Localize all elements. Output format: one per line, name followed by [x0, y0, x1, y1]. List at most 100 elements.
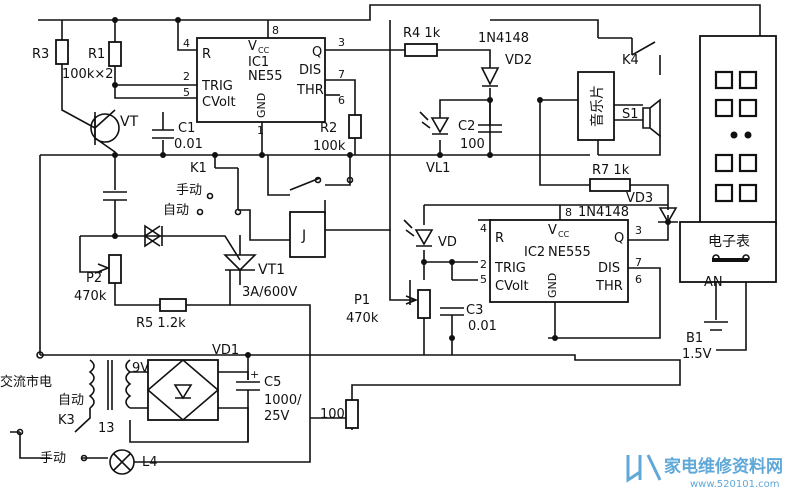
k3-label: K3	[58, 413, 75, 428]
vd2-label: VD2	[505, 53, 532, 68]
ic2-label-dis: DIS	[598, 261, 620, 276]
clock-display-panel	[699, 35, 777, 225]
c5-value2: 25V	[264, 409, 290, 424]
vd-label: VD	[438, 235, 457, 250]
ic2-label-q: Q	[614, 231, 624, 246]
resistor-r4	[404, 43, 438, 57]
clock-label: 电子表	[708, 234, 750, 250]
vd1-label: VD1	[212, 343, 239, 358]
watermark-text: 家电维修资料网	[664, 456, 783, 477]
ic2-label-thr: THR	[595, 279, 623, 294]
ic2-label-trig: TRIG	[494, 261, 526, 276]
transformer-primary	[88, 359, 95, 409]
r4-label: R4 1k	[403, 26, 441, 41]
r1-value: 100k×2	[62, 67, 114, 82]
c5-value1: 1000/	[264, 393, 302, 408]
ic2-label-vcc: V	[548, 223, 557, 238]
c2-value: 100	[460, 137, 485, 152]
r100-label: 100	[320, 407, 345, 422]
c3-label: C3	[466, 303, 483, 318]
relay-section: K1 手动 自动 J	[163, 161, 354, 258]
power-supply: 交流市电 9V 自动 K3 13 手动 L4 VD1 + C5 1000/ 25…	[0, 343, 359, 475]
junctions	[112, 17, 671, 358]
vt-label: VT	[120, 114, 139, 130]
c5-label: C5	[264, 375, 281, 390]
watermark: 家电维修资料网 www.520101.com	[626, 454, 783, 490]
resistor-r5	[159, 298, 187, 312]
an-label: AN	[704, 275, 723, 290]
relay-label: J	[301, 228, 306, 244]
auto2-label: 自动	[58, 393, 84, 408]
ic2-pin3: 3	[635, 224, 642, 237]
ac-label: 交流市电	[0, 374, 52, 390]
r1-label: R1	[88, 47, 105, 62]
k1-auto-label: 自动	[163, 203, 189, 218]
b1-label: B1	[686, 331, 703, 346]
ic1-pin2: 2	[183, 70, 190, 83]
ic2-type: NE555	[548, 245, 591, 260]
resistor-r2	[348, 114, 362, 139]
ic1-label-dis: DIS	[299, 63, 321, 78]
top-left-components: R3 R1 100k×2 VT C1 0.01	[32, 39, 203, 152]
bridge-rectifier-vd1	[147, 359, 219, 421]
ic1-body	[196, 37, 326, 123]
ic1-label-vcc-sub: CC	[258, 46, 270, 55]
k1-label: K1	[190, 161, 207, 176]
s1-label: S1	[622, 107, 639, 122]
p1-value: 470k	[346, 311, 379, 326]
led-vd	[414, 229, 434, 247]
resistor-r1	[108, 41, 122, 67]
b1-value: 1.5V	[682, 347, 712, 362]
resistor-100	[345, 399, 359, 429]
battery-b1	[704, 321, 728, 331]
vd3-label: VD3	[626, 191, 653, 206]
ic1-name: IC1	[248, 55, 269, 70]
ic2-pin4: 4	[480, 222, 487, 235]
ic2: 8 4 2 5 3 7 6 R V CC Q IC2 NE555 TRIG DI…	[40, 191, 681, 400]
bridge-diamond	[146, 358, 220, 422]
top-right-components: R4 1k 1N4148 VD2 R2 100k VL1 C2 100 音乐片 …	[313, 26, 661, 192]
music-chip	[577, 71, 615, 141]
wires	[38, 4, 761, 355]
k4-label: K4	[622, 53, 639, 68]
r2-value: 100k	[313, 139, 346, 154]
ic1: 8 4 2 5 3 7 6 1 R V CC Q IC1 NE55 DIS TR…	[183, 24, 345, 137]
capacitor-c5	[236, 381, 260, 391]
ic1-label-r: R	[202, 47, 211, 62]
ic1-label-trig: TRIG	[201, 79, 233, 94]
switch-k4	[631, 41, 656, 56]
ic1-pin3: 3	[338, 36, 345, 49]
ic1-pin4: 4	[183, 37, 190, 50]
capacitor-c3	[440, 307, 464, 316]
k3-num: 13	[98, 421, 115, 436]
ic2-pin2: 2	[480, 258, 487, 271]
d1n4148-mid-label: 1N4148	[578, 205, 629, 220]
ic2-label-vcc-sub: CC	[558, 230, 570, 239]
ic1-label-thr: THR	[296, 83, 324, 98]
clock-body	[679, 221, 777, 283]
p2-label: P2	[86, 271, 102, 286]
potentiometer-p1	[417, 289, 431, 319]
ic2-body	[489, 219, 629, 303]
vt1-label: VT1	[258, 262, 285, 278]
ic1-pin7: 7	[338, 68, 345, 81]
manual2-label: 手动	[40, 451, 66, 466]
ic1-pin6: 6	[338, 94, 345, 107]
ic2-label-r: R	[495, 231, 504, 246]
c1-value: 0.01	[174, 137, 203, 152]
digits	[714, 70, 758, 203]
resistor-r3	[55, 39, 69, 65]
potentiometer-p2	[108, 254, 122, 284]
c3-value: 0.01	[468, 319, 497, 334]
relay-j	[289, 211, 326, 258]
ic2-label-cvolt: CVolt	[495, 279, 529, 294]
c1-label: C1	[178, 121, 195, 136]
diode-vd2	[480, 67, 500, 87]
v9-label: 9V	[132, 361, 149, 376]
capacitor-c1	[152, 129, 174, 139]
diac	[143, 224, 163, 248]
ic2-pin8: 8	[565, 206, 572, 219]
ic2-pin5: 5	[480, 273, 487, 286]
r3-label: R3	[32, 47, 49, 62]
